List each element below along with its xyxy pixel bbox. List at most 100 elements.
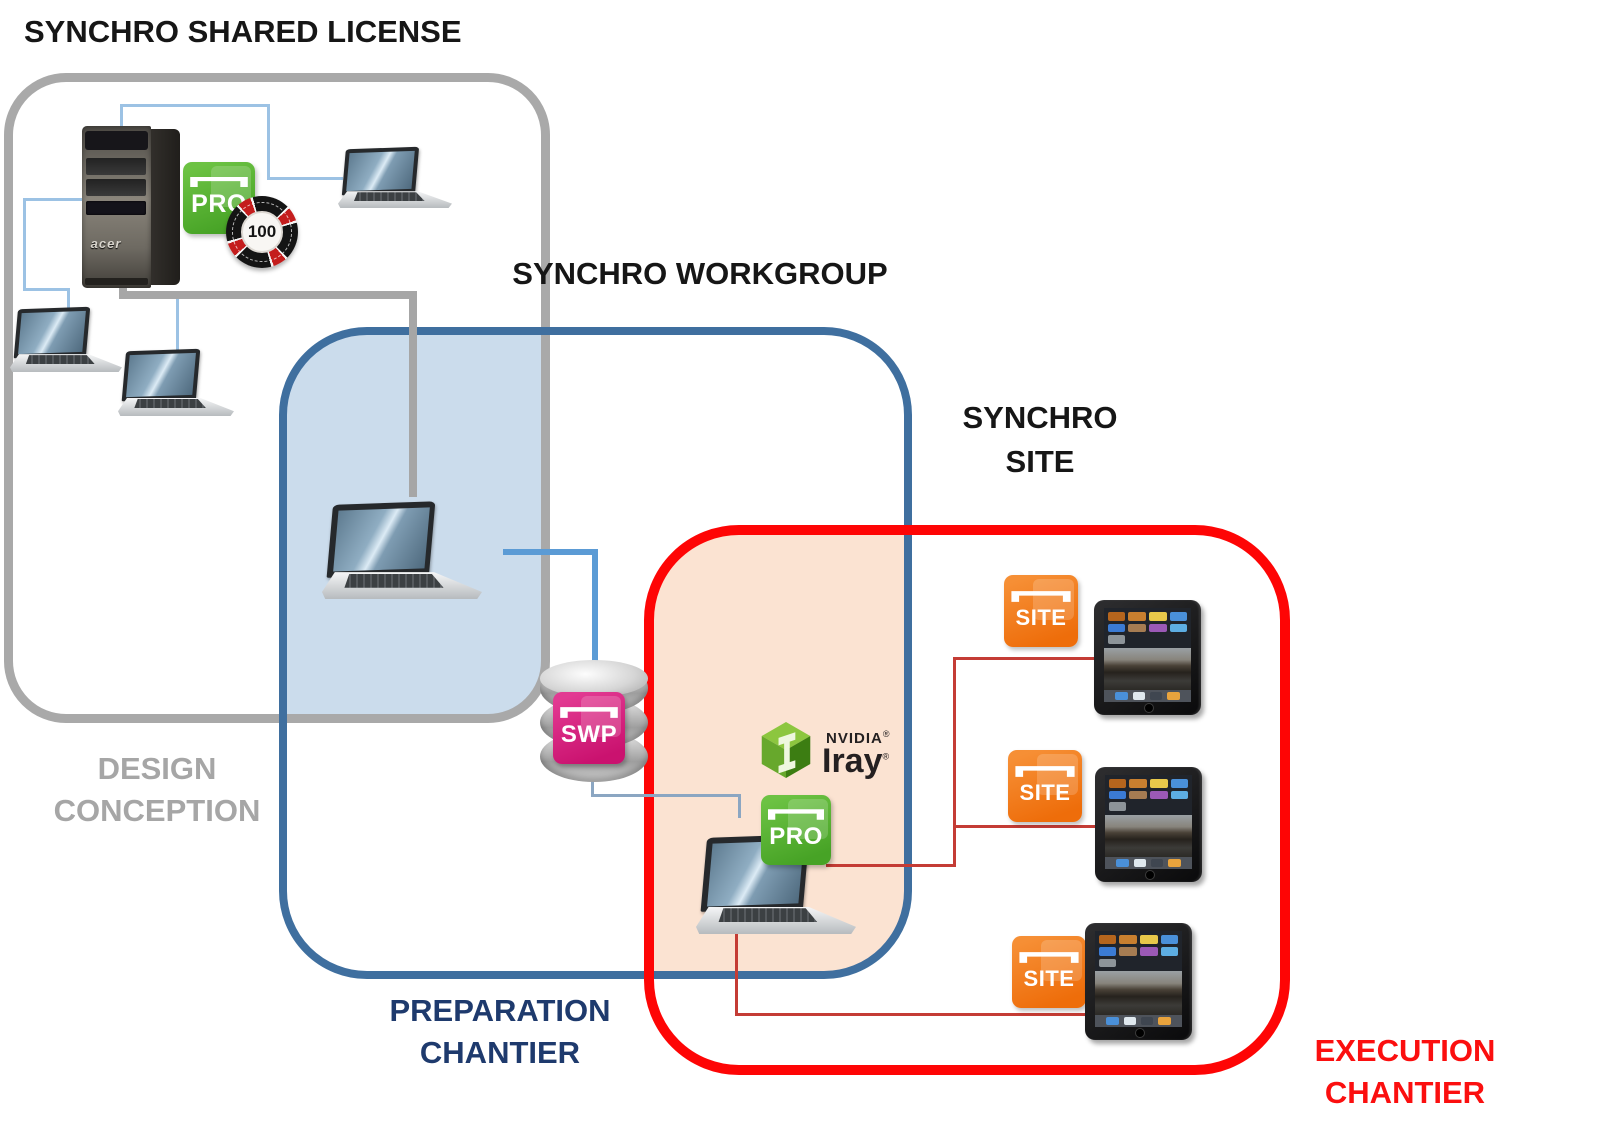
preparation-chantier-label: PREPARATION CHANTIER bbox=[350, 990, 650, 1074]
laptop-base bbox=[338, 191, 452, 208]
laptop-base bbox=[322, 572, 482, 599]
tablet-dock bbox=[1104, 857, 1193, 870]
workgroup-laptop bbox=[322, 501, 482, 599]
design-conception-label: DESIGN CONCEPTION bbox=[7, 748, 307, 832]
nvidia-wordmark: NVIDIA® bbox=[826, 729, 890, 747]
connector-line bbox=[735, 1013, 1093, 1016]
tablet-home-button bbox=[1134, 1027, 1145, 1038]
tablet-home-button bbox=[1144, 869, 1155, 880]
chip-center: 100 bbox=[241, 211, 283, 253]
synchro-site-icon: SITE bbox=[1008, 750, 1082, 822]
connector-line bbox=[738, 794, 741, 818]
laptop-screen bbox=[121, 348, 201, 402]
site-icon-label: SITE bbox=[1023, 965, 1075, 991]
connector-line bbox=[735, 922, 738, 1016]
chip-value: 100 bbox=[247, 222, 277, 241]
tablet-wallpaper bbox=[1103, 647, 1192, 691]
shared-license-zone bbox=[4, 73, 550, 723]
connector-line bbox=[591, 779, 594, 797]
connector-line bbox=[953, 825, 1100, 828]
site-laptop bbox=[696, 834, 856, 934]
connector-line bbox=[953, 657, 1099, 660]
pro-icon-label: PRO bbox=[769, 822, 823, 850]
tower-drive-bay bbox=[86, 179, 147, 196]
swp-icon: SWP bbox=[553, 692, 625, 764]
site-zone bbox=[644, 525, 1290, 1075]
laptop-screen bbox=[13, 306, 90, 358]
connector-line bbox=[953, 657, 956, 867]
client-laptop bbox=[338, 146, 452, 208]
client-laptop bbox=[118, 348, 234, 416]
laptop-base bbox=[118, 397, 234, 416]
tower-brand-logo: acer bbox=[90, 236, 122, 252]
database-top bbox=[540, 660, 648, 697]
connector-line bbox=[267, 104, 270, 180]
connector-line bbox=[119, 291, 417, 299]
preparation-label-line2: CHANTIER bbox=[419, 1035, 581, 1070]
tower-side-panel bbox=[144, 129, 180, 285]
connector-line bbox=[409, 291, 417, 497]
swp-icon-label: SWP bbox=[560, 720, 618, 748]
tablet-home-button bbox=[1143, 702, 1154, 713]
connector-line bbox=[503, 549, 598, 555]
tablet-app-grid bbox=[1105, 775, 1193, 815]
tower-top-bezel bbox=[84, 130, 148, 151]
laptop-screen bbox=[326, 501, 436, 578]
iray-text: Iray bbox=[822, 742, 883, 780]
client-laptop bbox=[10, 306, 122, 372]
preparation-label-line1: PREPARATION bbox=[389, 993, 611, 1028]
connector-line bbox=[23, 288, 70, 291]
laptop-base bbox=[696, 906, 856, 934]
tower-foot bbox=[84, 278, 148, 285]
nvidia-text: NVIDIA bbox=[826, 730, 883, 747]
connector-line bbox=[591, 794, 741, 797]
site-icon-label: SITE bbox=[1019, 779, 1071, 805]
tablet-wallpaper bbox=[1094, 971, 1183, 1015]
laptop-screen bbox=[341, 146, 419, 195]
chip-ring bbox=[232, 202, 292, 262]
tower-front-panel: acer bbox=[82, 126, 151, 288]
tablet-app-grid bbox=[1095, 931, 1183, 971]
license-server-tower: acer bbox=[82, 126, 180, 288]
tablet-wallpaper bbox=[1104, 814, 1193, 858]
tablet-screen bbox=[1104, 775, 1193, 870]
execution-chantier-label: EXECUTION CHANTIER bbox=[1255, 1030, 1555, 1114]
synchro-site-icon: SITE bbox=[1004, 575, 1078, 647]
iray-wordmark: Iray® bbox=[822, 742, 889, 781]
tower-io-panel bbox=[86, 200, 147, 216]
license-token-chip: 100 bbox=[226, 196, 298, 268]
connector-line bbox=[120, 104, 123, 132]
synchro-pro-icon: PRO bbox=[761, 795, 831, 865]
connector-line bbox=[120, 104, 270, 107]
execution-label-line1: EXECUTION bbox=[1314, 1033, 1496, 1068]
connector-line bbox=[592, 549, 598, 665]
registered-mark: ® bbox=[882, 729, 891, 739]
synchro-site-icon: SITE bbox=[1012, 936, 1086, 1008]
execution-label-line2: CHANTIER bbox=[1324, 1075, 1486, 1110]
design-label-line1: DESIGN bbox=[97, 751, 217, 786]
connector-line bbox=[23, 198, 26, 291]
connector-line bbox=[267, 177, 343, 180]
site-title-line1: SYNCHRO bbox=[962, 400, 1118, 435]
tablet-screen bbox=[1103, 608, 1192, 703]
registered-mark: ® bbox=[882, 751, 890, 762]
connector-line bbox=[23, 198, 83, 201]
laptop-base bbox=[10, 354, 122, 372]
iray-cube-logo bbox=[758, 720, 814, 780]
connector-line bbox=[826, 864, 956, 867]
field-tablet bbox=[1085, 923, 1192, 1040]
connector-line bbox=[67, 288, 70, 312]
tablet-dock bbox=[1094, 1014, 1183, 1028]
tablet-screen bbox=[1094, 931, 1183, 1028]
site-title: SYNCHRO SITE bbox=[890, 396, 1190, 484]
connector-line bbox=[176, 297, 179, 355]
site-title-line2: SITE bbox=[1005, 444, 1075, 479]
workgroup-zone bbox=[279, 327, 912, 979]
workgroup-title: SYNCHRO WORKGROUP bbox=[512, 256, 888, 291]
field-tablet bbox=[1095, 767, 1202, 882]
site-icon-label: SITE bbox=[1015, 604, 1067, 630]
tablet-app-grid bbox=[1104, 608, 1192, 648]
swp-database: SWP bbox=[540, 660, 648, 782]
design-label-line2: CONCEPTION bbox=[53, 793, 261, 828]
